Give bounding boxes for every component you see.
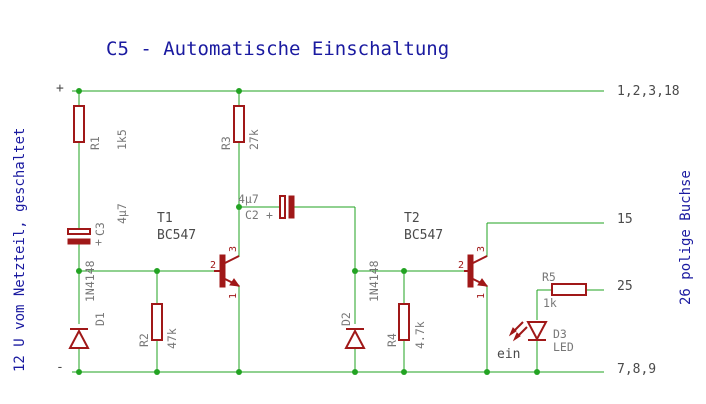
led-d3: D3 LED ein <box>497 321 574 362</box>
d1-value: 1N4148 <box>83 260 97 302</box>
plus-rail-symbol: + <box>56 81 64 96</box>
r4-name: R4 <box>385 333 399 347</box>
d3-name: D3 <box>553 327 567 341</box>
resistor-r3: R3 27k <box>219 105 261 150</box>
led-annotation: ein <box>497 347 520 362</box>
c3-polarity: + <box>91 239 105 246</box>
capacitor-c2: 4µ7 C2 + <box>238 192 295 222</box>
minus-rail-symbol: - <box>56 360 64 375</box>
right-side-label: 26 polige Buchse <box>678 170 694 305</box>
t2-value: BC547 <box>404 228 443 243</box>
c2-name: C2 <box>245 208 259 222</box>
r5-name: R5 <box>542 270 556 284</box>
pin-label-bottom: 7,8,9 <box>617 362 656 377</box>
capacitor-c3: C3 + 4µ7 <box>67 203 129 246</box>
d2-name: D2 <box>339 312 353 326</box>
pin-label-15: 15 <box>617 212 633 227</box>
pin-label-top: 1,2,3,18 <box>617 84 680 99</box>
transistor-t2: T2 BC547 2 3 1 <box>404 211 489 299</box>
r1-value: 1k5 <box>115 129 129 150</box>
t1-value: BC547 <box>157 228 196 243</box>
r3-value: 27k <box>247 129 261 150</box>
t2-name: T2 <box>404 211 420 226</box>
resistor-r1: R1 1k5 <box>73 105 129 150</box>
c2-value: 4µ7 <box>238 192 259 206</box>
t1-pin-base: 2 <box>210 260 216 271</box>
r4-value: 4.7k <box>413 321 427 349</box>
junction-dots <box>76 88 540 375</box>
r5-value: 1k <box>543 296 557 310</box>
d2-value: 1N4148 <box>367 260 381 302</box>
t1-pin-emitter: 1 <box>228 293 239 299</box>
t2-pin-collector: 3 <box>476 246 487 252</box>
left-side-label: 12 U vom Netzteil, geschaltet <box>12 128 28 372</box>
wiring <box>72 90 604 373</box>
pin-label-25: 25 <box>617 279 633 294</box>
resistor-r5: R5 1k <box>542 270 587 310</box>
c3-name: C3 <box>93 222 107 236</box>
d1-name: D1 <box>93 312 107 326</box>
transistor-t1: T1 BC547 2 3 1 <box>157 211 241 299</box>
resistor-r2: R2 47k <box>137 303 179 349</box>
diode-d2: D2 1N4148 <box>339 260 381 349</box>
t1-name: T1 <box>157 211 173 226</box>
d3-value: LED <box>553 340 574 354</box>
t2-pin-base: 2 <box>458 260 464 271</box>
resistor-r4: R4 4.7k <box>385 303 427 349</box>
r1-name: R1 <box>88 136 102 150</box>
r2-value: 47k <box>165 328 179 349</box>
t1-pin-collector: 3 <box>228 246 239 252</box>
r3-name: R3 <box>219 136 233 150</box>
diode-d1: D1 1N4148 <box>68 260 107 349</box>
r2-name: R2 <box>137 333 151 347</box>
c3-value: 4µ7 <box>115 203 129 224</box>
schematic-title: C5 - Automatische Einschaltung <box>106 38 449 60</box>
c2-polarity: + <box>266 208 273 222</box>
t2-pin-emitter: 1 <box>476 293 487 299</box>
